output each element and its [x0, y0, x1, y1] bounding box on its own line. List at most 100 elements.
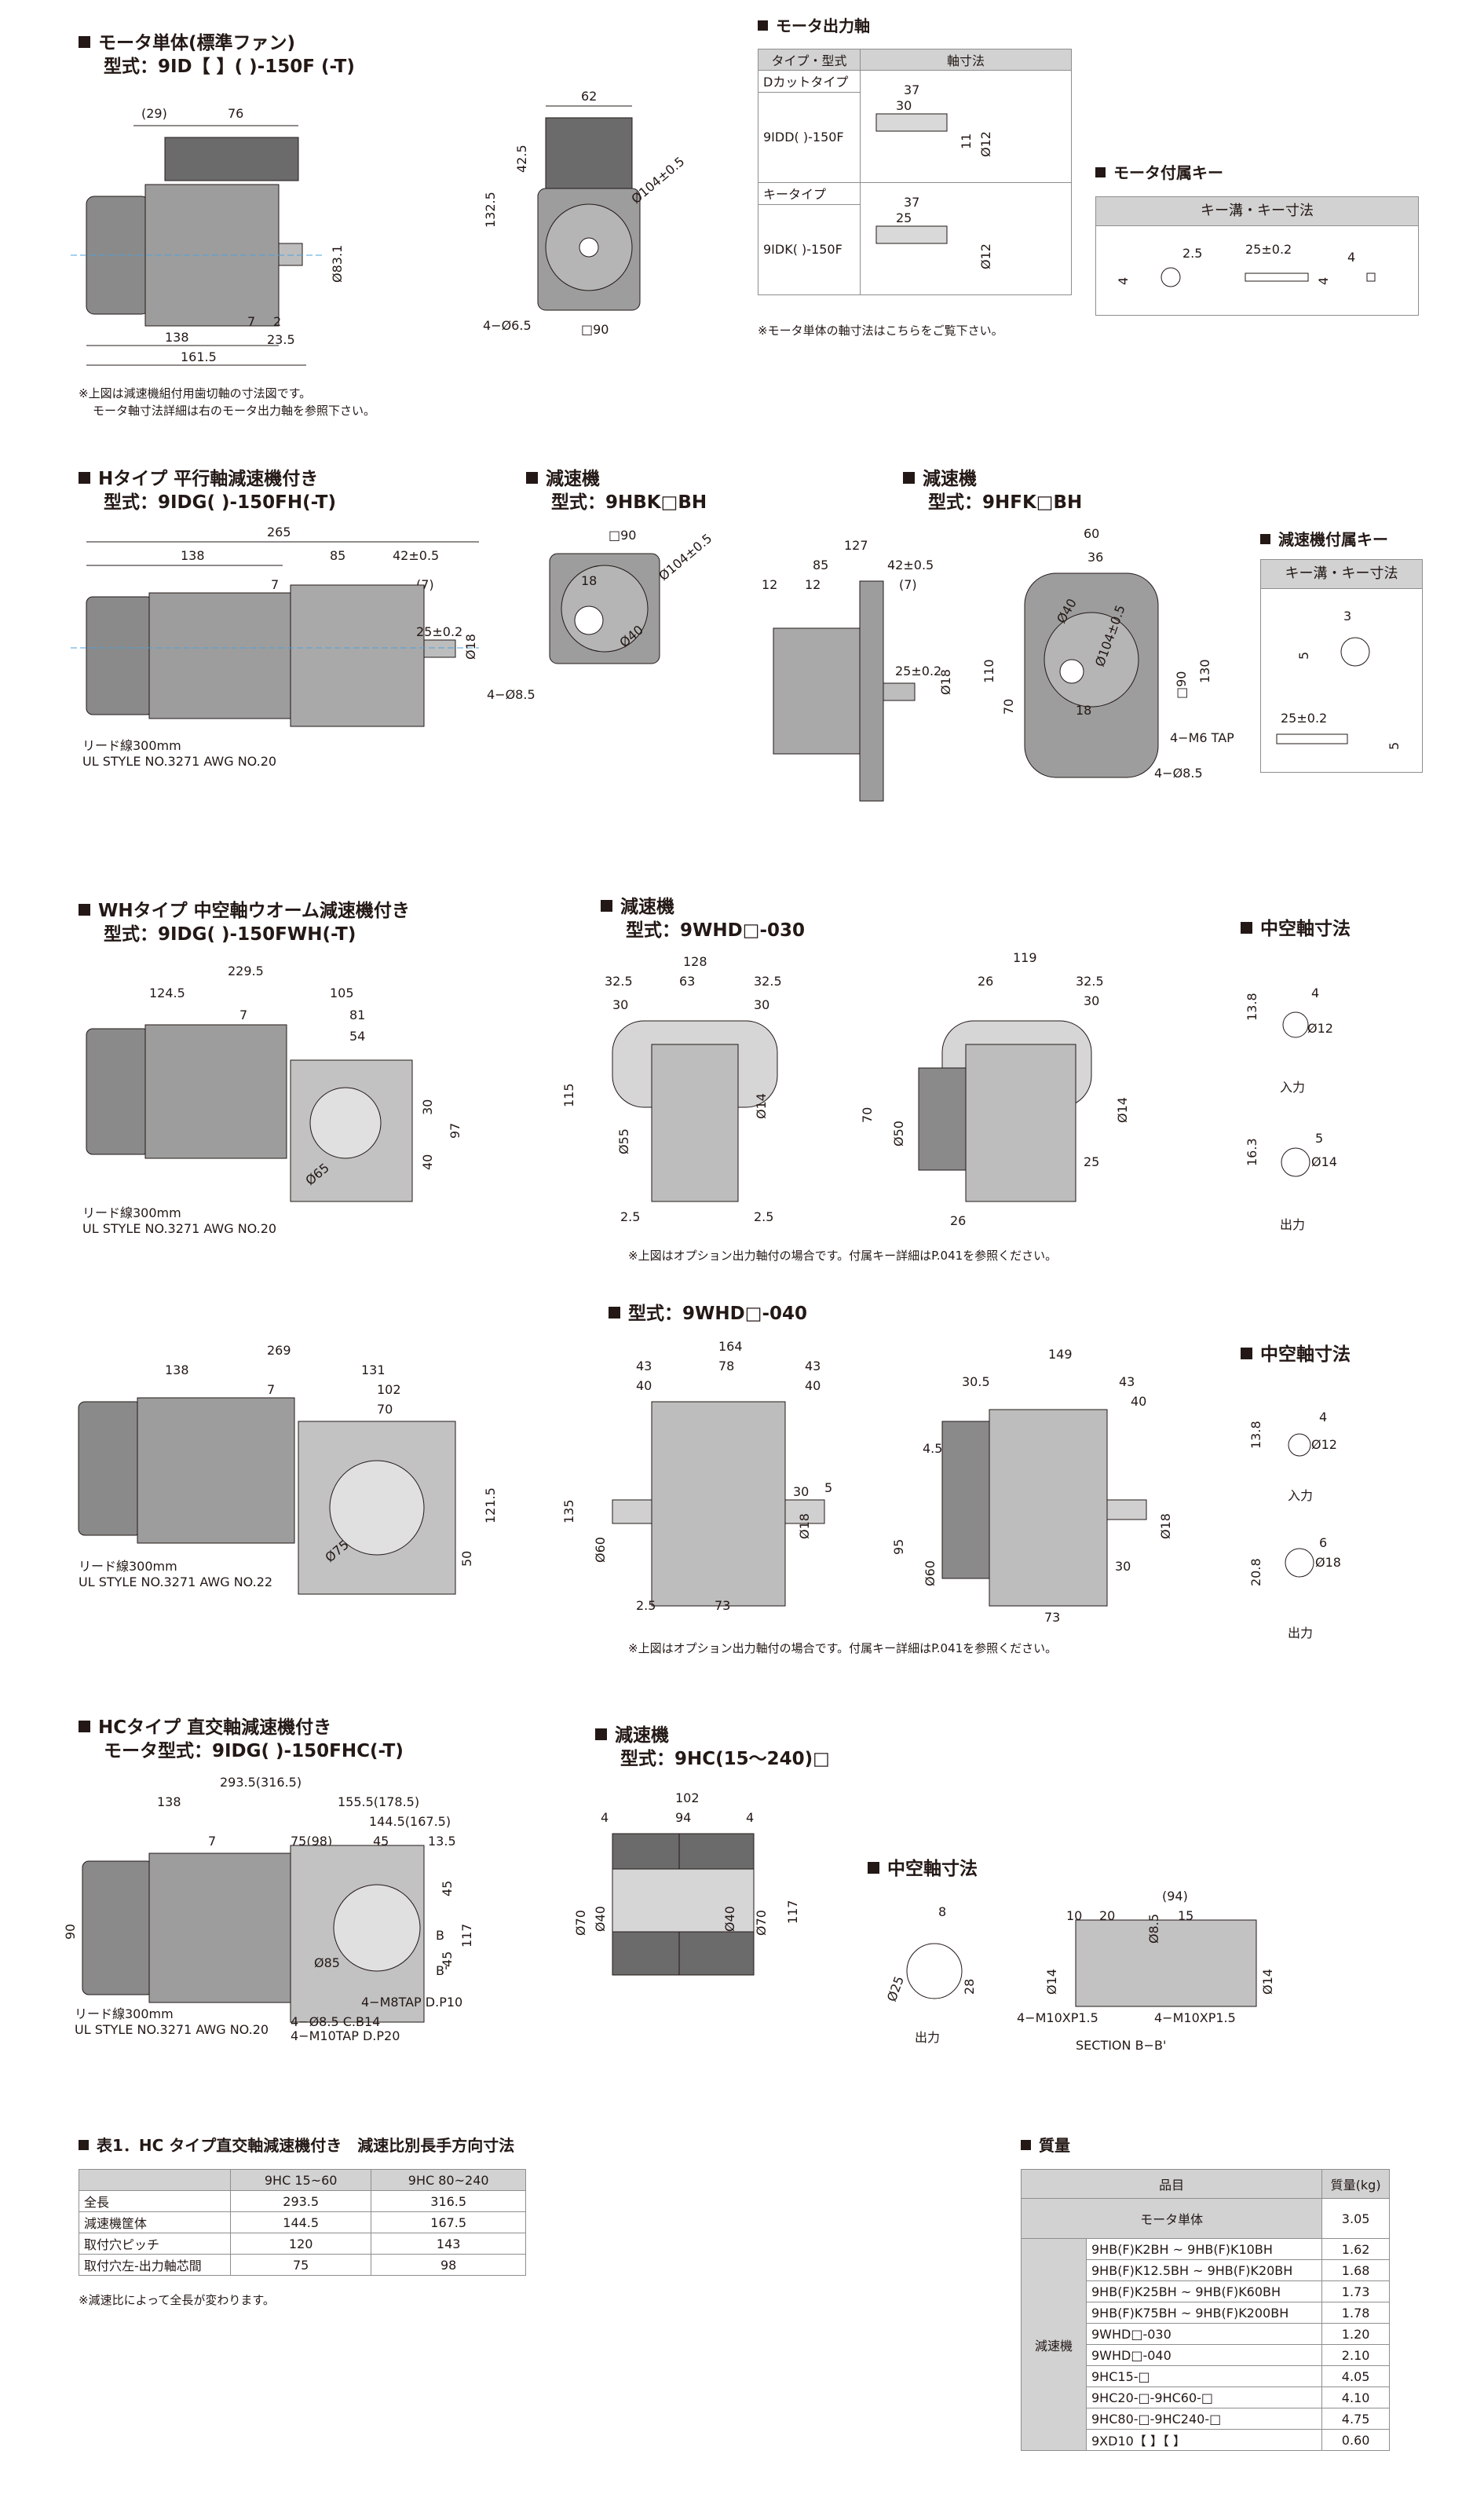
dimension-label: 70	[1001, 699, 1016, 715]
dimension-label: 36	[1087, 550, 1103, 565]
dimension-label: 入力	[1280, 1080, 1305, 1095]
drawing-shape	[773, 627, 868, 755]
drawing-shape	[918, 1067, 967, 1171]
dim-83: Ø83.1	[330, 245, 345, 283]
mass-header-item: 品目	[1020, 2169, 1323, 2199]
section-title-hc: HCタイプ 直交軸減速機付き	[79, 1716, 331, 1739]
dimension-label: 30	[420, 1099, 435, 1115]
drawing-shape	[278, 243, 303, 266]
table-row: 9HC20-□-9HC60-□4.10	[1022, 2386, 1390, 2408]
dimension-label: 42±0.5	[887, 558, 934, 572]
mass-title: 質量	[1021, 2134, 1070, 2157]
dimension-label: 30	[896, 98, 912, 113]
table-cell: 1.20	[1321, 2323, 1390, 2345]
section-title-shaft: モータ出力軸	[758, 14, 870, 38]
dimension-label: 73	[1044, 1610, 1060, 1625]
dimension-label: 131	[361, 1362, 386, 1377]
table-cell: 143	[371, 2233, 526, 2255]
dimension-label: 18	[1076, 703, 1091, 718]
section-title-wh: WHタイプ 中空軸ウオーム減速機付き	[79, 899, 410, 923]
dimension-label: Ø70	[754, 1910, 769, 1936]
drawing-shape	[651, 1044, 739, 1202]
dimension-label: 85	[813, 558, 828, 572]
dimension-label: 110	[981, 659, 996, 683]
table-cell: 全長	[79, 2190, 231, 2212]
hcgear-drawing: 102 4 94 4 Ø70 Ø40 Ø40 Ø70 117	[565, 1787, 817, 1983]
table-cell: 減速機筐体	[79, 2211, 231, 2233]
drawing-shape	[148, 1852, 307, 2003]
dimension-label: 4	[1116, 277, 1131, 285]
dimension-label: 70	[377, 1402, 393, 1417]
table-cell: 9HC80-□-9HC240-□	[1085, 2408, 1323, 2430]
drawing-shape	[574, 605, 604, 635]
table1-header-2: 9HC 80~240	[371, 2169, 526, 2191]
hollow3-drawing: 8 Ø25 28 出力 (94) 10 20 Ø8.5 15 Ø14 Ø14 4…	[864, 1885, 1319, 2057]
dimension-label: 45	[440, 1951, 455, 1967]
dimension-label: 2.5	[620, 1209, 640, 1224]
mass-motor-label: モータ単体	[1020, 2198, 1323, 2239]
section-title-hollow3: 中空軸寸法	[868, 1857, 978, 1881]
section-title-motor: モータ単体(標準ファン)	[79, 31, 295, 55]
shaft-row2-model: 9IDK( )-150F	[757, 203, 861, 296]
dimension-label: 43	[1119, 1374, 1135, 1389]
drawing-shape	[906, 1943, 963, 1999]
table-cell: 1.78	[1321, 2302, 1390, 2324]
dimension-label: 出力	[1280, 1217, 1305, 1232]
dimension-label: 269	[267, 1343, 291, 1358]
drawing-shape	[148, 592, 291, 719]
dimension-label: 95	[891, 1539, 906, 1555]
table-cell: 4.05	[1321, 2365, 1390, 2387]
dimension-label: 12	[762, 577, 777, 592]
table-cell: 9HB(F)K12.5BH ~ 9HB(F)K20BH	[1085, 2259, 1323, 2281]
dimension-label: 81	[349, 1008, 365, 1022]
motor-side-drawing: (29) 76 138 161.5 7 2 23.5 Ø83.1	[71, 94, 377, 377]
table1-header-1: 9HC 15~60	[229, 2169, 372, 2191]
drawing-shape	[612, 1868, 755, 1933]
shaft-row1-model: 9IDD( )-150F	[757, 91, 861, 184]
dimension-label: 127	[844, 538, 868, 553]
dimension-label: 138	[157, 1794, 181, 1809]
dim-138: 138	[165, 330, 189, 345]
dim-1615: 161.5	[181, 349, 217, 364]
dimension-label: UL STYLE NO.3271 AWG NO.20	[82, 1221, 276, 1236]
dimension-label: Ø12	[978, 131, 993, 157]
table-cell: 98	[371, 2254, 526, 2276]
dimension-label: 4−M10XP1.5	[1017, 2010, 1098, 2025]
dimension-label: 4−M10XP1.5	[1154, 2010, 1236, 2025]
dimension-label: 4−Ø8.5	[1154, 766, 1203, 781]
table-cell: 167.5	[371, 2211, 526, 2233]
section-title-whd040: 型式：9WHD□-040	[609, 1302, 807, 1326]
table-row: 9IDD( )-150F	[757, 91, 1072, 184]
table-cell: 316.5	[371, 2190, 526, 2212]
dimension-label: 4	[1347, 250, 1355, 265]
dimension-label: 43	[805, 1359, 821, 1373]
dimension-label: 30	[1115, 1559, 1131, 1574]
dimension-label: 4−Ø8.5 C.B14	[291, 2014, 380, 2029]
mass-group-label: 減速機	[1021, 2238, 1087, 2451]
dimension-label: UL STYLE NO.3271 AWG NO.22	[79, 1575, 272, 1589]
dimension-label: 7	[208, 1834, 216, 1849]
drawing-shape	[1245, 272, 1309, 282]
model-h: 型式：9IDG( )-150FH(-T)	[104, 492, 336, 513]
model-motor: 型式：9ID【 】( )-150F (-T)	[104, 57, 355, 77]
model-wh: 型式：9IDG( )-150FWH(-T)	[104, 924, 356, 945]
section-title-hcgear: 減速機	[595, 1724, 669, 1747]
drawing-shape	[859, 580, 884, 802]
dimension-label: 13.8	[1248, 1421, 1263, 1449]
section-title-hollow2: 中空軸寸法	[1241, 1343, 1351, 1366]
drawing-shape	[883, 682, 916, 701]
dimension-label: 138	[181, 548, 205, 563]
dimension-label: 124.5	[149, 986, 185, 1000]
shaft-col-type: タイプ・型式	[757, 49, 861, 71]
table1-title: 表1．HC タイプ直交軸減速機付き 減速比別長手方向寸法	[79, 2134, 514, 2157]
shaft-col-dim: 軸寸法	[860, 49, 1072, 71]
dimension-label: Ø40	[722, 1906, 737, 1932]
dimension-label: 3	[1343, 609, 1351, 624]
